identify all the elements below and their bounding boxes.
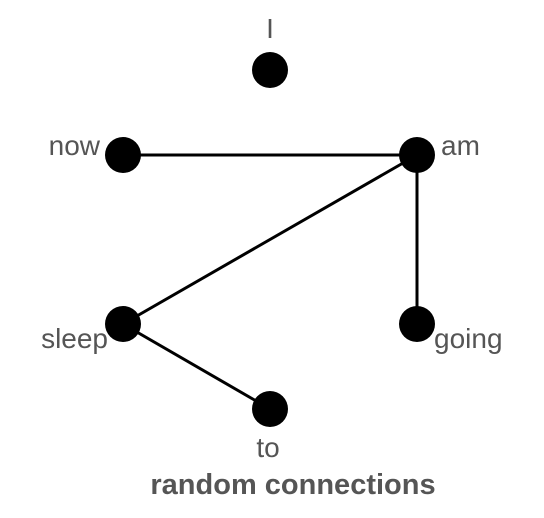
edge-sleep-to	[122, 322, 271, 411]
node-am	[399, 137, 435, 173]
node-layer	[105, 52, 435, 427]
node-label-to: to	[256, 432, 279, 463]
node-going	[399, 306, 435, 342]
node-sleep	[105, 306, 141, 342]
node-now	[105, 137, 141, 173]
node-label-going: going	[434, 323, 503, 354]
node-I	[252, 52, 288, 88]
node-label-I: I	[266, 13, 274, 44]
edge-am-sleep	[122, 153, 418, 326]
node-label-sleep: sleep	[41, 323, 108, 354]
diagram-caption: random connections	[150, 469, 435, 501]
node-label-now: now	[49, 130, 101, 161]
edge-layer	[122, 153, 419, 411]
node-label-am: am	[441, 130, 480, 161]
node-to	[252, 391, 288, 427]
